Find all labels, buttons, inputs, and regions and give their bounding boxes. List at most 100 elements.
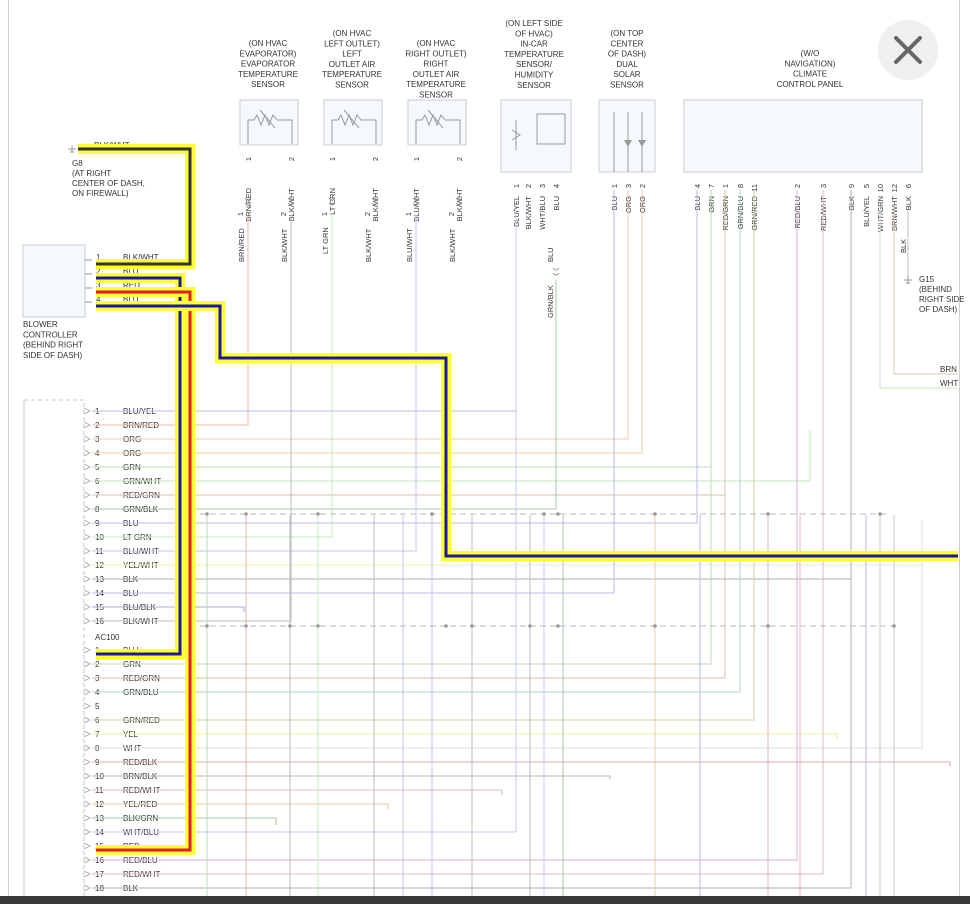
incar-label-line: (ON LEFT SIDE <box>505 19 562 28</box>
incar-label-line: TEMPERATURE <box>504 50 564 59</box>
incar-label-line: SENSOR <box>517 81 551 90</box>
blower-label-line: (BEHIND RIGHT <box>23 341 83 350</box>
conn-b-wire-run <box>92 190 824 875</box>
conn-b-wire-run <box>92 190 712 665</box>
splice-point <box>316 624 320 628</box>
conn-b-terminal <box>83 828 92 836</box>
evap-box <box>239 99 299 146</box>
solar-label-line: OF DASH) <box>608 50 647 59</box>
conn-a-wire-run <box>92 190 629 440</box>
conn-a-wire-run <box>92 430 811 482</box>
panel-pin-2: 2 <box>793 184 802 188</box>
panel-pin-4: 4 <box>693 184 702 188</box>
right-edge-wire-label: BRN <box>940 365 957 374</box>
conn-a-terminal <box>83 561 92 569</box>
solar-label-line: DUAL <box>616 60 638 69</box>
left_outlet-pin-1: 1 <box>328 157 337 161</box>
panel-pin-8: 8 <box>736 184 745 188</box>
incar-pin-2: 2 <box>524 184 533 188</box>
panel-pin-11: 11 <box>750 184 759 192</box>
conn-a-terminal <box>83 463 92 471</box>
panel-pin-3: 3 <box>819 184 828 188</box>
evap-label-line: SENSOR <box>251 80 285 89</box>
left-outlet-lower-wire-label: BLK/WHT <box>364 228 373 262</box>
panel-pin-5: 5 <box>862 184 871 188</box>
right-edge-wire-label: WHT <box>940 379 958 388</box>
incar-lower-wire-label-2: GRN/BLK <box>546 285 555 318</box>
right_outlet-pin-2: 2 <box>455 157 464 161</box>
g15-label-line: (BEHIND <box>919 285 952 294</box>
conn-a-wire-run <box>92 606 245 612</box>
evap-connector-symbol <box>244 197 252 206</box>
incar-pin-3: 3 <box>538 184 547 188</box>
splice-point <box>556 512 560 516</box>
left_outlet-connector-symbol <box>371 197 379 206</box>
incar-pin-1: 1 <box>512 184 521 188</box>
g8-label-line: (AT RIGHT <box>72 169 111 178</box>
incar-wire-label: BLU <box>552 196 561 211</box>
conn-a-wire-run <box>92 215 333 538</box>
incar-lower-wire-label: BLU <box>546 247 555 262</box>
solar-pin-3: 3 <box>624 184 633 188</box>
panel-pin-9: 9 <box>847 184 856 188</box>
conn-a-wire-run <box>92 215 292 622</box>
right_outlet-label-line: OUTLET AIR <box>413 70 460 79</box>
splice-point <box>205 624 209 628</box>
conn-a-wire-run <box>92 280 557 510</box>
conn-b-terminal <box>83 646 92 654</box>
splice-point <box>205 512 209 516</box>
panel-label-line: (W/O <box>801 49 820 58</box>
conn-a-terminal <box>83 421 92 429</box>
right_outlet-box <box>407 99 467 146</box>
left_outlet-label-line: OUTLET AIR <box>329 60 376 69</box>
conn-a-terminal <box>83 603 92 611</box>
blower-pin-4: 4 <box>96 295 101 304</box>
evap-lower-wire-label: BLK/WHT <box>280 228 289 262</box>
blower-label-line: CONTROLLER <box>23 330 78 339</box>
evap-connector-symbol <box>287 197 295 206</box>
conn-b-terminal <box>83 716 92 724</box>
conn-a-wire-run <box>92 215 417 552</box>
conn-b-wire-run <box>92 817 277 825</box>
g15-label-line: G15 <box>919 275 935 284</box>
panel-box <box>683 99 923 173</box>
right_outlet-label-line: TEMPERATURE <box>406 80 466 89</box>
panel-label-line: NAVIGATION) <box>785 59 836 68</box>
left_outlet-label-line: (ON HVAC <box>333 29 372 38</box>
splice-point <box>316 512 320 516</box>
incar-inline-connector <box>552 267 560 276</box>
splice-point <box>653 512 657 516</box>
left_outlet-conn-pin: 1 <box>320 212 329 216</box>
solar-label-line: CENTER <box>611 39 644 48</box>
conn-b-terminal <box>83 688 92 696</box>
conn-b-wire-run <box>92 215 517 833</box>
conn-b-wire-run <box>92 733 838 740</box>
conn-b-terminal <box>83 758 92 766</box>
incar-label-line: SENSOR/ <box>516 60 553 69</box>
left_outlet-pin-2: 2 <box>371 157 380 161</box>
close-button[interactable] <box>878 20 938 80</box>
incar-wire-label: WHT/BLU <box>538 196 547 230</box>
conn-a-terminal <box>83 449 92 457</box>
incar-label-line: IN-CAR <box>520 40 548 49</box>
splice-point <box>878 512 882 516</box>
conn-a-terminal <box>83 519 92 527</box>
right_outlet-conn-pin: 2 <box>447 212 456 216</box>
right_outlet-label-line: SENSOR <box>419 91 453 100</box>
conn-b-wire-run <box>92 190 741 693</box>
incar-box <box>500 99 572 173</box>
evap-label-line: EVAPORATOR <box>241 60 295 69</box>
connector-b-name: AC100 <box>95 633 120 642</box>
conn-b-wire-run <box>92 190 755 721</box>
conn-a-terminal <box>83 505 92 513</box>
right_outlet-label-line: RIGHT OUTLET) <box>405 49 467 58</box>
splice-point <box>288 624 292 628</box>
solar-label-line: SOLAR <box>613 70 640 79</box>
right_outlet-label-line: (ON HVAC <box>417 39 456 48</box>
diagram-frame <box>8 0 960 896</box>
left_outlet-label-line: LEFT <box>342 50 362 59</box>
conn-a-wire-run <box>92 190 615 594</box>
conn-a-terminal <box>83 477 92 485</box>
evap-label-line: (ON HVAC <box>249 39 288 48</box>
